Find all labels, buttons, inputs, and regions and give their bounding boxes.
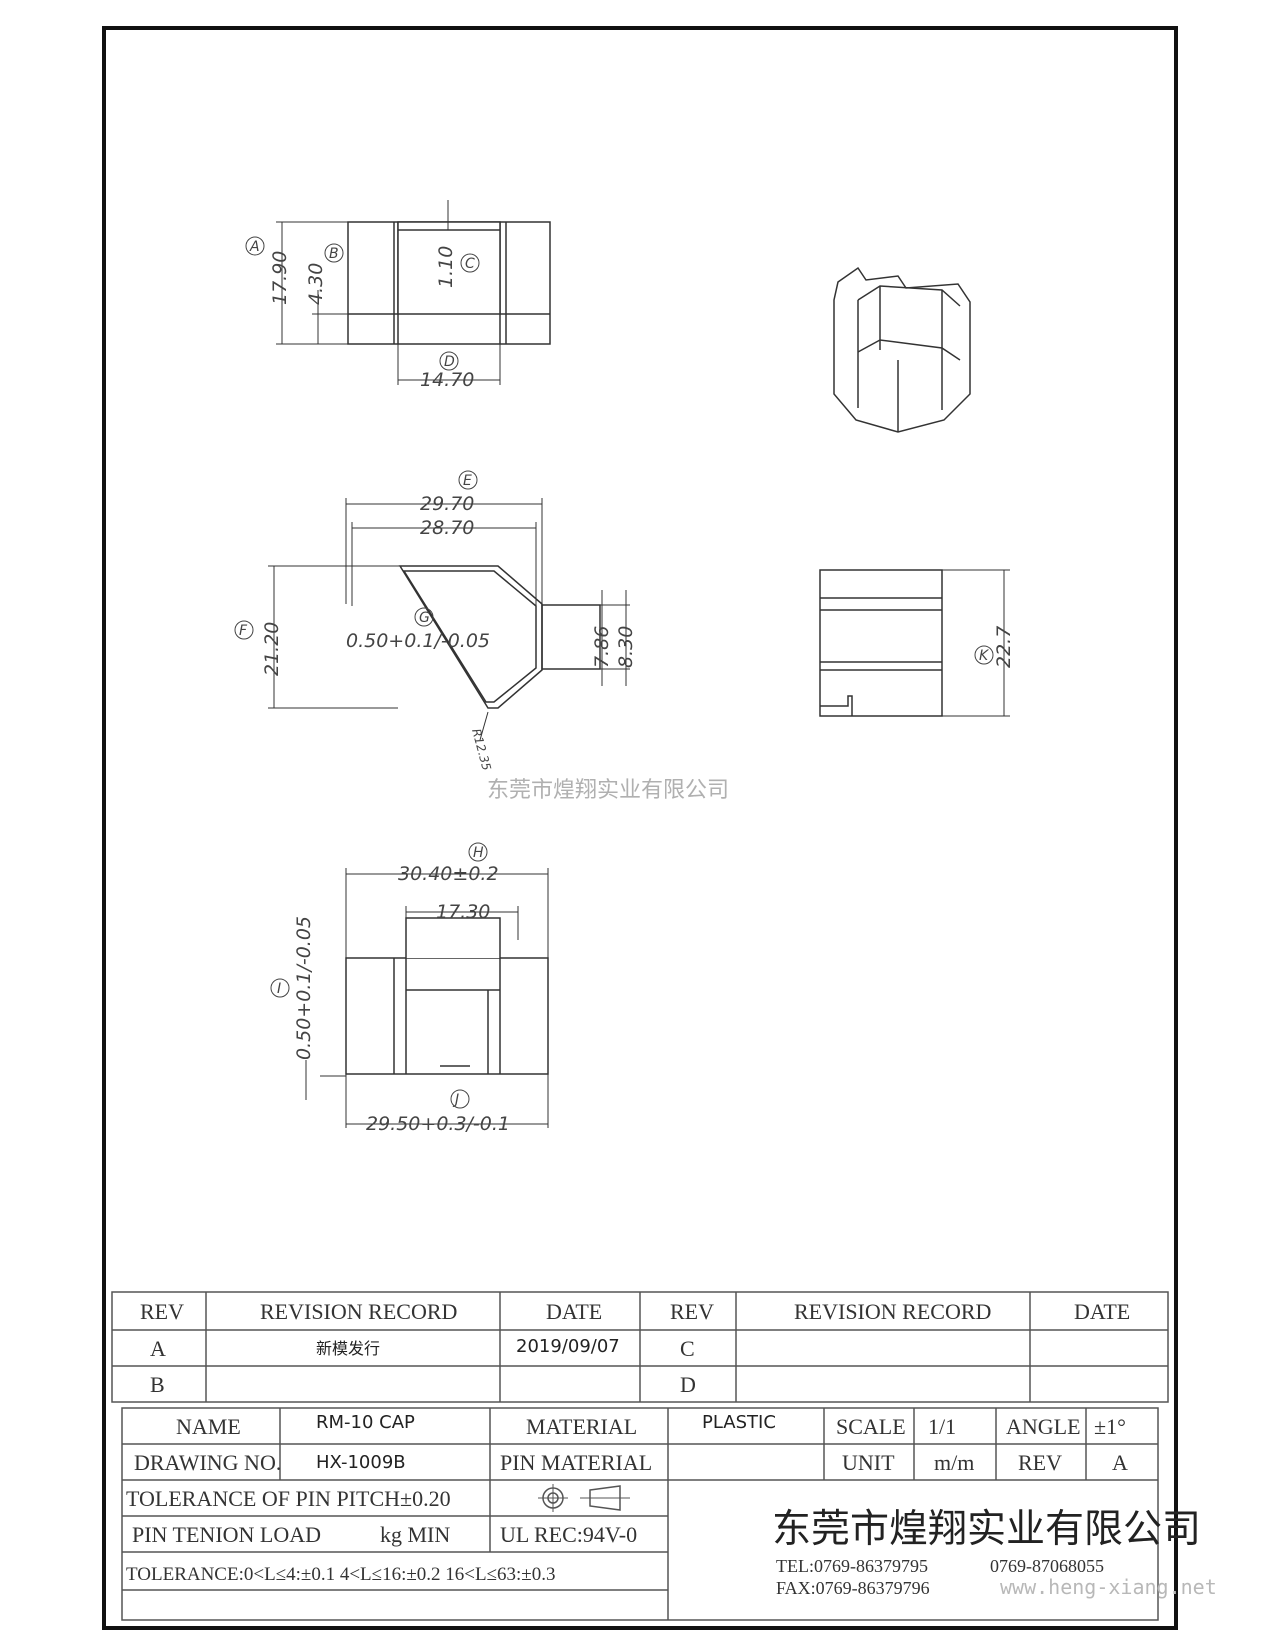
rev-row-b-rev-2: D [680,1372,696,1397]
marker-a: A [249,239,260,255]
marker-f: F [239,623,248,639]
rev-value: A [1112,1450,1128,1475]
company-name: 东莞市煌翔实业有限公司 [772,1507,1201,1552]
ul-rec: UL REC:94V-0 [500,1522,637,1547]
angle-value: ±1° [1094,1414,1126,1439]
rev-row-a-date: 2019/09/07 [516,1336,620,1357]
title-block [121,1407,1159,1621]
tolerance-pitch: TOLERANCE OF PIN PITCH±0.20 [126,1486,451,1511]
pin-load-label: PIN TENION LOAD [132,1522,321,1547]
side-view [819,569,1010,717]
unit-value: m/m [934,1450,974,1475]
scale-value: 1/1 [928,1414,956,1439]
company-fax: FAX:0769-86379796 [776,1578,930,1598]
marker-e: E [463,473,472,489]
scale-label: SCALE [836,1414,906,1439]
company-tel: TEL:0769-86379795 [776,1556,928,1576]
marker-g: G [419,610,430,626]
rev-row-b-rev: B [150,1372,165,1397]
website-watermark: www.heng-xiang.net [1000,1575,1217,1599]
marker-i: I [277,981,281,997]
name-value: RM-10 CAP [316,1412,415,1433]
dim-j: 29.50+0.3/-0.1 [366,1113,510,1135]
rev-label: REV [1018,1450,1062,1475]
dim-a: 17.90 [269,251,291,305]
top-view [268,498,630,741]
marker-d: D [444,354,455,370]
rev-header-record-1: REVISION RECORD [260,1299,457,1324]
rev-row-a-record: 新模发行 [316,1339,380,1358]
angle-label: ANGLE [1006,1414,1081,1439]
dim-k: 22.7 [993,626,1015,668]
dim-e-outer: 29.70 [420,493,474,515]
marker-j: J [452,1092,459,1108]
rev-row-a-rev-2: C [680,1336,695,1361]
marker-h: H [473,845,484,861]
dim-h: 30.40±0.2 [398,863,499,885]
unit-label: UNIT [842,1450,895,1475]
dim-f: 21.20 [261,622,283,676]
marker-c: C [465,256,475,272]
iso-view [833,266,971,433]
rev-header-date-1: DATE [546,1299,602,1324]
rev-header-rev-1: REV [140,1299,184,1324]
rev-row-a-rev: A [150,1336,166,1361]
rev-header-rev-2: REV [670,1299,714,1324]
dim-radius: R12.35 [469,727,494,772]
company-tel-2: 0769-87068055 [990,1556,1104,1576]
pin-load-unit: kg MIN [380,1522,450,1547]
material-label: MATERIAL [526,1414,637,1439]
watermark-company: 东莞市煌翔实业有限公司 [487,778,729,803]
dim-slot-outer: 8.30 [615,626,637,668]
front-view [276,200,551,385]
drawing-no-label: DRAWING NO. [134,1450,281,1475]
drawing-no-value: HX-1009B [316,1452,406,1473]
material-value: PLASTIC [702,1412,776,1433]
revision-table [111,1291,1169,1403]
pin-material-label: PIN MATERIAL [500,1450,652,1475]
dim-slot-inner: 7.86 [591,626,613,668]
name-label: NAME [176,1414,241,1439]
bottom-view [305,868,549,1128]
rev-header-date-2: DATE [1074,1299,1130,1324]
dim-b: 4.30 [305,263,327,305]
marker-k: K [979,648,990,664]
dim-c: 1.10 [435,246,457,288]
rev-header-record-2: REVISION RECORD [794,1299,991,1324]
sheet-border [102,26,1178,1630]
tolerance-line: TOLERANCE:0<L≤4:±0.1 4<L≤16:±0.2 16<L≤63… [126,1564,556,1585]
dim-i: 0.50+0.1/-0.05 [293,916,315,1060]
dim-d: 14.70 [420,369,474,391]
dim-g: 0.50+0.1/-0.05 [346,630,490,652]
marker-b: B [329,246,339,262]
dim-e-inner: 28.70 [420,517,474,539]
dim-slot: 17.30 [436,901,490,923]
